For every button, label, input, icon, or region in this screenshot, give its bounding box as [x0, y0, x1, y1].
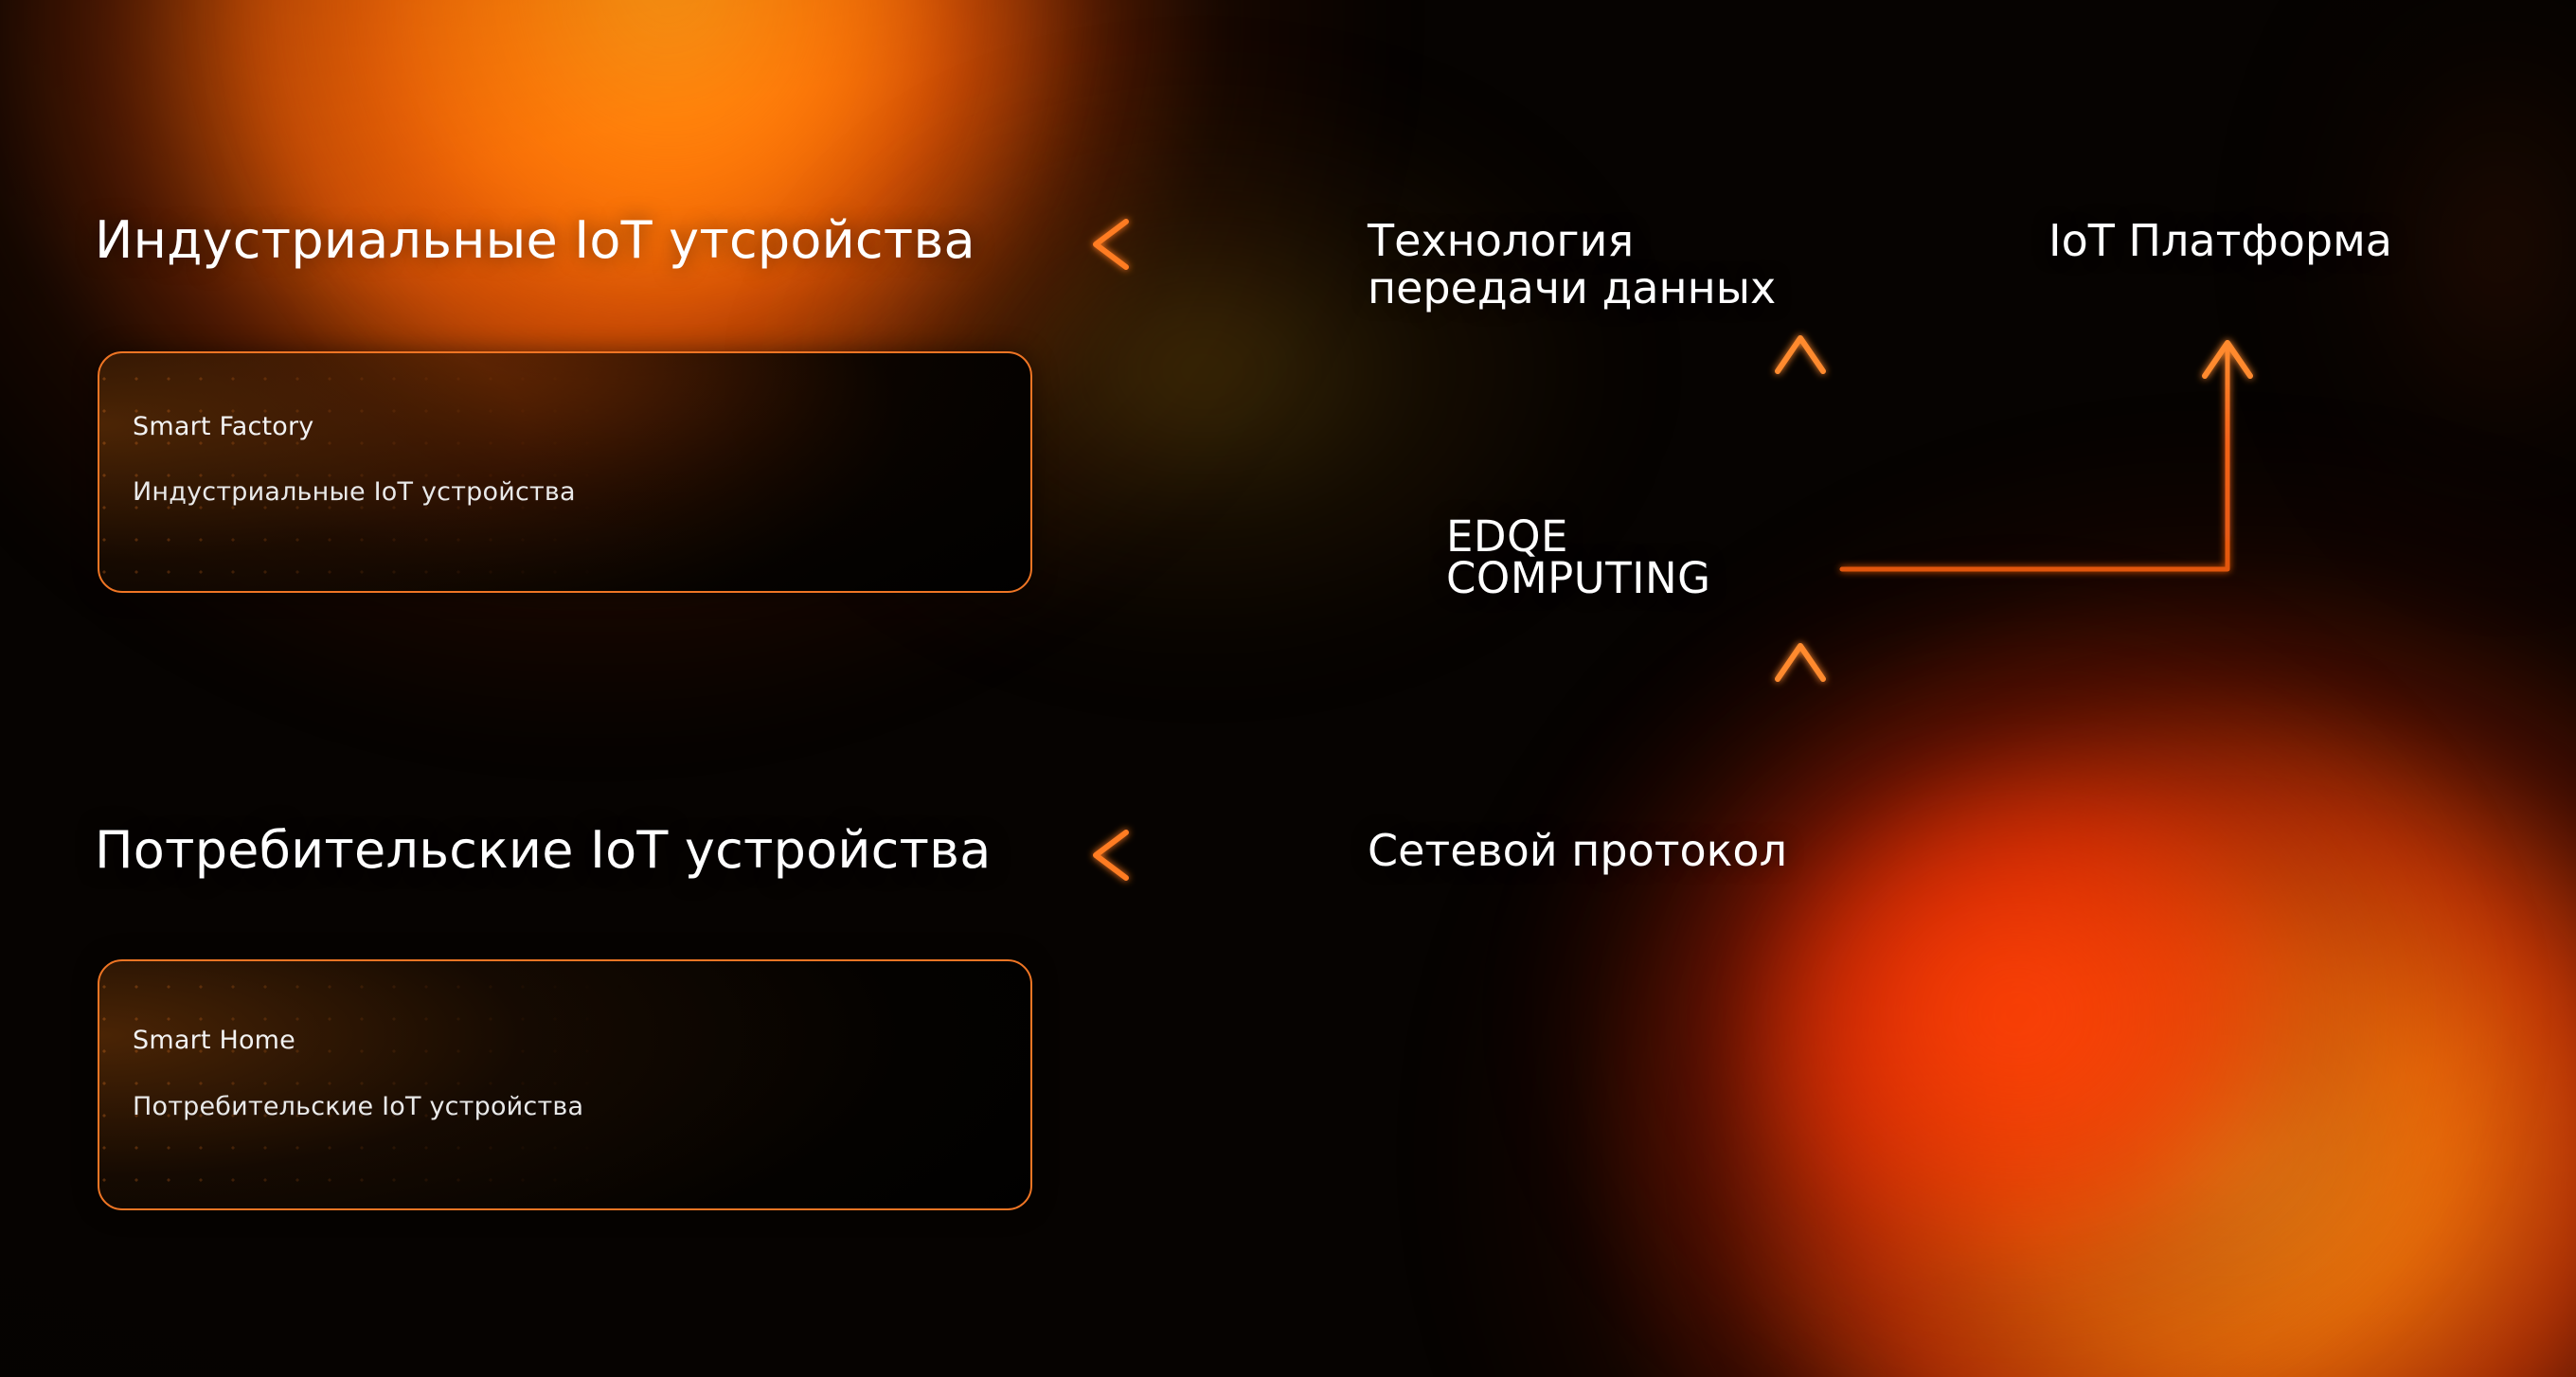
- background-glow-bottom-right-red: [1534, 587, 2500, 1377]
- background-glow-right-edge: [2254, 0, 2576, 606]
- node-label-data-transfer-technology: Технология передачи данных: [1368, 215, 1777, 313]
- node-label-network-protocol: Сетевой протокол: [1368, 825, 1787, 876]
- card-title: Smart Home: [133, 1026, 295, 1055]
- card-subtitle: Потребительские IoT устройства: [133, 1092, 584, 1121]
- card-dot-pattern: [99, 353, 630, 591]
- card-title: Smart Factory: [133, 412, 314, 441]
- heading-industrial-iot-devices: Индустриальные IoT утсройства: [95, 210, 975, 270]
- arrow-transfer-to-industrial: [1093, 219, 1293, 270]
- card-subtitle: Индустриальные IoT устройства: [133, 477, 576, 507]
- card-smart-home[interactable]: Smart Home Потребительские IoT устройств…: [98, 959, 1032, 1210]
- elbow-edge-to-platform: [1839, 340, 2253, 572]
- arrow-protocol-to-consumer: [1093, 830, 1293, 881]
- heading-consumer-iot-devices: Потребительские IoT устройства: [95, 820, 992, 880]
- card-smart-factory[interactable]: Smart Factory Индустриальные IoT устройс…: [98, 351, 1032, 593]
- card-dot-pattern: [99, 961, 630, 1208]
- node-label-edge-computing: EDQE COMPUTING: [1446, 511, 1711, 603]
- arrow-protocol-to-edge: [1775, 643, 1826, 787]
- node-label-iot-platform: IoT Платформа: [2048, 215, 2392, 266]
- arrow-edge-to-transfer: [1775, 335, 1826, 476]
